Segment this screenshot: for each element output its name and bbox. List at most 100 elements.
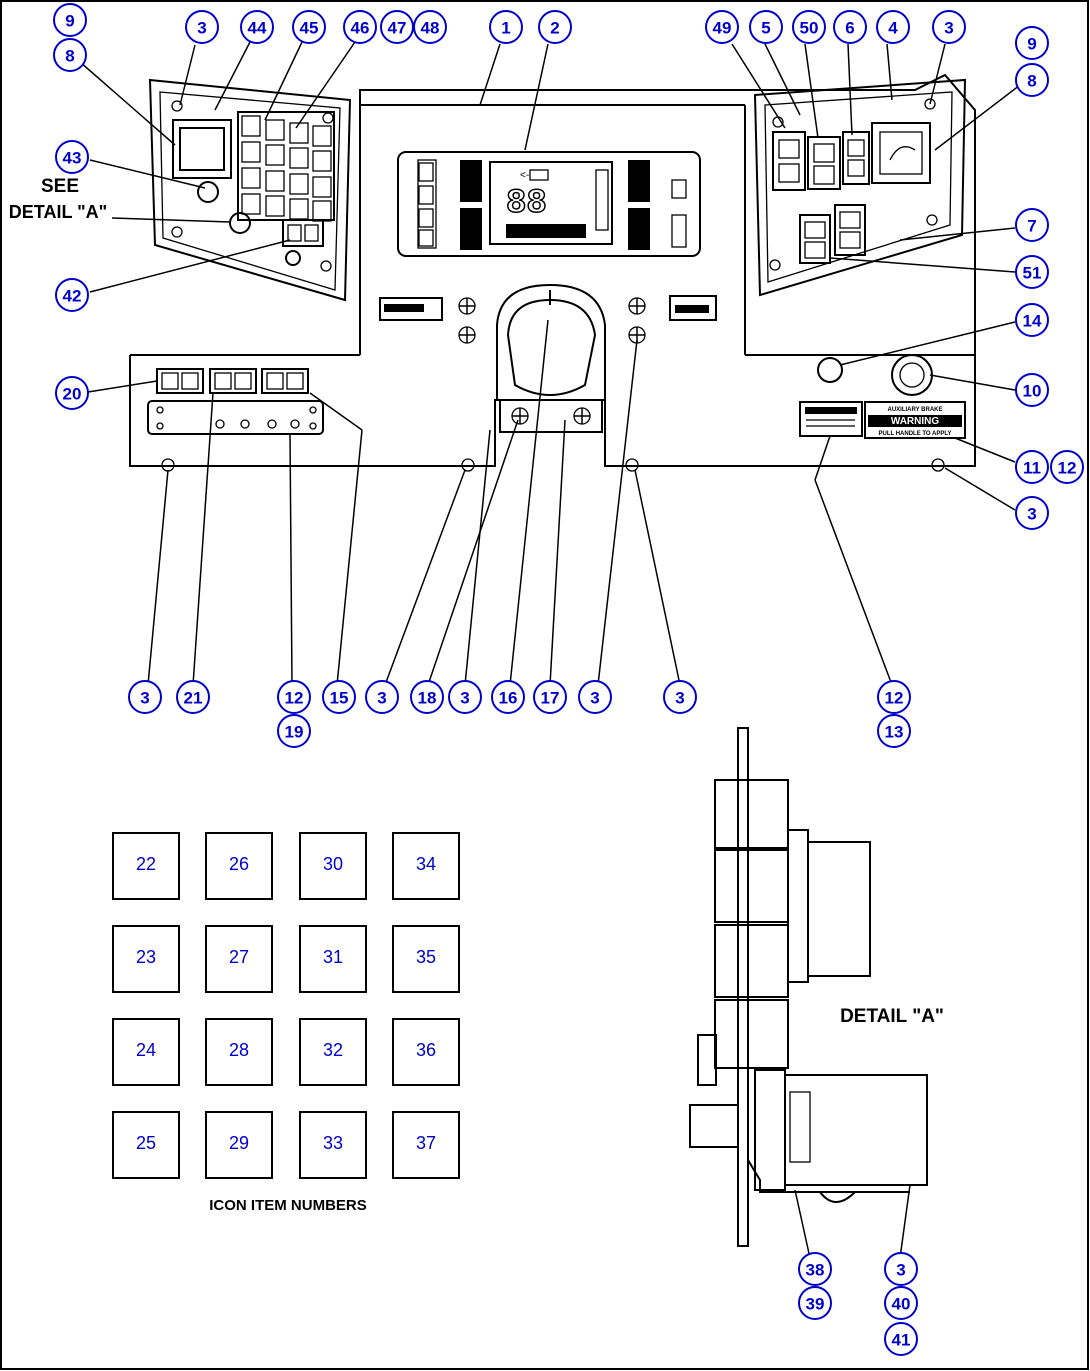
icon-box-number: 23 xyxy=(136,947,156,967)
icon-box-30: 30 xyxy=(299,832,367,900)
right-switch-module xyxy=(753,78,967,297)
icon-item-numbers-caption: ICON ITEM NUMBERS xyxy=(209,1197,367,1214)
svg-text:88: 88 xyxy=(506,185,547,223)
icon-box-frame xyxy=(112,1111,180,1179)
callout-49: 49 xyxy=(705,10,739,44)
callout-circle xyxy=(240,10,274,44)
callout-3: 3 xyxy=(578,680,612,714)
lower-right-controls: AUXILIARY BRAKE WARNING PULL HANDLE TO A… xyxy=(799,354,966,439)
callout-circle xyxy=(176,680,210,714)
callout-label: 3 xyxy=(944,19,953,38)
callout-circle xyxy=(53,38,87,72)
callout-41: 41 xyxy=(884,1322,918,1356)
callout-circle xyxy=(322,680,356,714)
callout-circle xyxy=(185,10,219,44)
callout-label: 16 xyxy=(499,689,518,708)
callout-label: 7 xyxy=(1027,217,1036,236)
callout-12: 12 xyxy=(877,680,911,714)
callout-3: 3 xyxy=(663,680,697,714)
icon-box-number: 22 xyxy=(136,854,156,874)
callout-40: 40 xyxy=(884,1286,918,1320)
callout-label: 20 xyxy=(63,385,82,404)
callout-circle xyxy=(1015,450,1049,484)
callout-label: 11 xyxy=(1023,459,1041,478)
callout-19: 19 xyxy=(277,714,311,748)
icon-box-frame xyxy=(205,1111,273,1179)
icon-box-number: 25 xyxy=(136,1133,156,1153)
callout-circle xyxy=(1015,496,1049,530)
icon-box-frame xyxy=(205,832,273,900)
callout-label: 2 xyxy=(550,19,559,38)
icon-box-number: 32 xyxy=(323,1040,343,1060)
callout-label: 13 xyxy=(885,723,904,742)
callout-3: 3 xyxy=(185,10,219,44)
callout-circle xyxy=(292,10,326,44)
callout-11: 11 xyxy=(1015,450,1049,484)
callout-circle xyxy=(1015,208,1049,242)
info-decal xyxy=(799,401,863,437)
callout-label: 1 xyxy=(501,19,510,38)
callout-13: 13 xyxy=(877,714,911,748)
icon-box-number: 34 xyxy=(416,854,436,874)
label-plate-right xyxy=(669,295,717,321)
icon-box-frame xyxy=(205,925,273,993)
svg-text:<-: <- xyxy=(520,170,529,181)
callout-14: 14 xyxy=(1015,303,1049,337)
warning-text: WARNING xyxy=(891,416,940,427)
callout-3: 3 xyxy=(884,1252,918,1286)
callout-8: 8 xyxy=(1015,63,1049,97)
callout-label: 49 xyxy=(713,19,732,38)
callout-label: 8 xyxy=(1027,72,1036,91)
callout-circle xyxy=(491,680,525,714)
callout-circle xyxy=(932,10,966,44)
callout-label: 9 xyxy=(65,12,74,31)
callout-18: 18 xyxy=(410,680,444,714)
callout-label: 46 xyxy=(351,19,370,38)
icon-box-25: 25 xyxy=(112,1111,180,1179)
callout-label: 3 xyxy=(140,689,149,708)
callout-label: 50 xyxy=(800,19,819,38)
center-screws xyxy=(458,297,646,344)
callout-circle xyxy=(538,10,572,44)
callout-48: 48 xyxy=(413,10,447,44)
icon-box-frame xyxy=(299,1111,367,1179)
icon-box-23: 23 xyxy=(112,925,180,993)
callout-label: 15 xyxy=(330,689,349,708)
callout-circle xyxy=(1050,450,1084,484)
icon-box-35: 35 xyxy=(392,925,460,993)
callout-label: 3 xyxy=(377,689,386,708)
callout-label: 21 xyxy=(184,689,203,708)
callout-circle xyxy=(533,680,567,714)
icon-box-frame xyxy=(112,1018,180,1086)
callout-50: 50 xyxy=(792,10,826,44)
pull-handle-text: PULL HANDLE TO APPLY xyxy=(878,431,951,437)
icon-box-28: 28 xyxy=(205,1018,273,1086)
callout-circle xyxy=(1015,303,1049,337)
icon-box-number: 29 xyxy=(229,1133,249,1153)
callout-label: 42 xyxy=(63,287,82,306)
callout-circle xyxy=(833,10,867,44)
icon-box-number: 27 xyxy=(229,947,249,967)
icon-box-27: 27 xyxy=(205,925,273,993)
callout-label: 5 xyxy=(761,19,770,38)
icon-box-37: 37 xyxy=(392,1111,460,1179)
icon-box-frame xyxy=(299,925,367,993)
callout-2: 2 xyxy=(538,10,572,44)
icon-box-number: 31 xyxy=(323,947,343,967)
callout-label: 14 xyxy=(1023,312,1042,331)
callout-20: 20 xyxy=(55,376,89,410)
callout-21: 21 xyxy=(176,680,210,714)
callout-circle xyxy=(1015,373,1049,407)
icon-box-31: 31 xyxy=(299,925,367,993)
callout-9: 9 xyxy=(1015,26,1049,60)
callout-3: 3 xyxy=(128,680,162,714)
steering-column xyxy=(496,283,606,433)
icon-box-frame xyxy=(299,1018,367,1086)
callout-label: 45 xyxy=(300,19,319,38)
callout-1: 1 xyxy=(489,10,523,44)
callout-label: 51 xyxy=(1023,264,1042,283)
callout-51: 51 xyxy=(1015,255,1049,289)
callout-circle xyxy=(876,10,910,44)
